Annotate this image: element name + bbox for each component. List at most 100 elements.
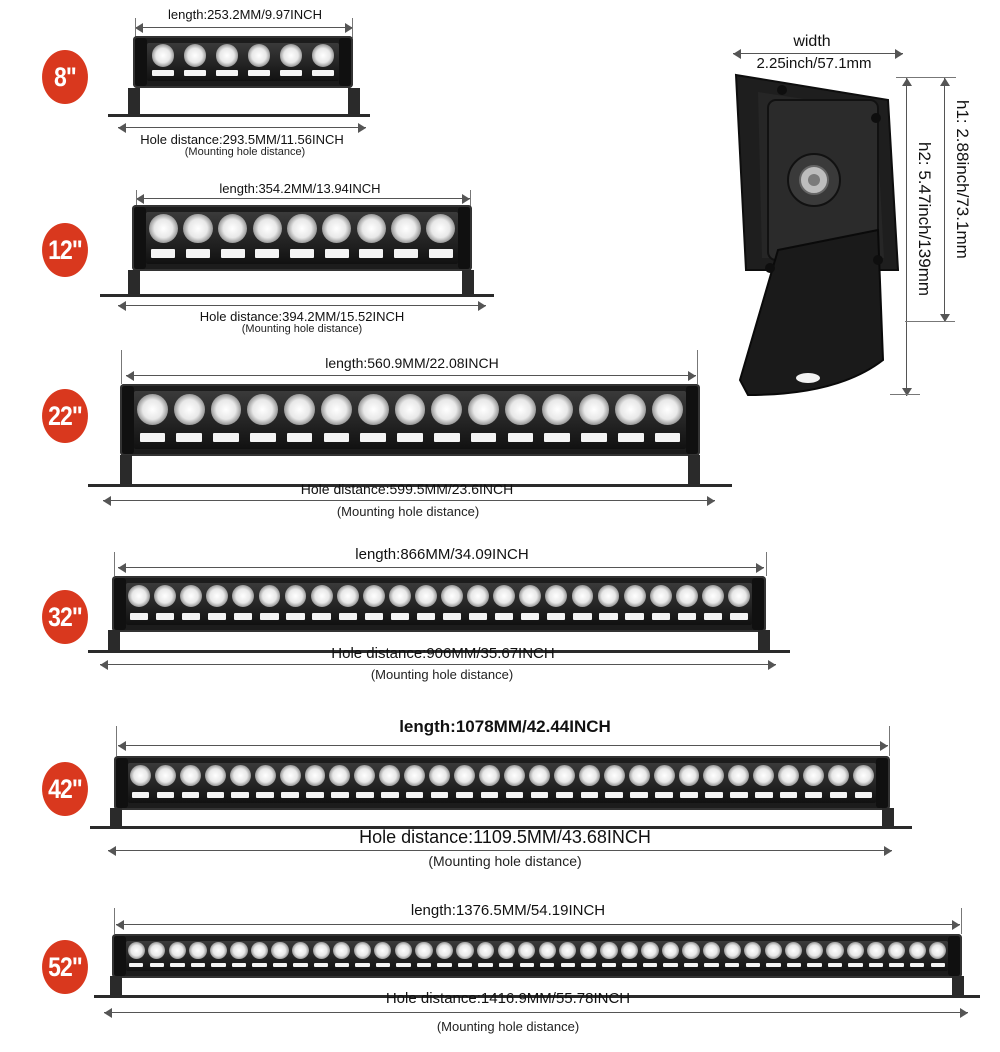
mount-foot	[90, 826, 912, 829]
led-lens	[415, 585, 437, 608]
led-strip	[293, 962, 308, 968]
tick	[352, 18, 353, 38]
led-strip	[651, 613, 670, 620]
length-dimension-line	[136, 194, 470, 204]
mounting-note: (Mounting hole distance)	[241, 323, 363, 335]
led-lens	[887, 941, 906, 960]
bar-lens-panel	[147, 43, 339, 81]
led-strip	[617, 432, 644, 443]
led-strip	[156, 791, 175, 799]
led-lens	[744, 941, 762, 960]
led-strip	[625, 613, 644, 620]
led-lens	[353, 941, 371, 960]
length-label: length:1376.5MM/54.19INCH	[410, 902, 606, 919]
length-label: length:354.2MM/13.94INCH	[219, 181, 381, 196]
tick	[697, 350, 698, 384]
led-strip	[829, 791, 848, 799]
h1-label: h1: 2.88inch/73.1mm	[953, 100, 972, 259]
led-lens	[210, 394, 242, 425]
led-strip	[355, 962, 370, 968]
led-strip	[381, 791, 399, 799]
led-lens	[179, 765, 201, 787]
tick	[889, 726, 890, 756]
led-strip	[324, 249, 349, 258]
tick	[470, 190, 471, 208]
led-lens	[541, 394, 573, 425]
led-strip	[260, 613, 279, 620]
led-lens	[247, 394, 279, 425]
led-strip	[544, 432, 571, 443]
led-strip	[560, 962, 575, 968]
led-strip	[231, 791, 249, 799]
led-lens	[230, 941, 248, 960]
led-lens	[828, 765, 850, 787]
led-strip	[457, 962, 473, 968]
led-lens	[641, 941, 659, 960]
led-strip	[181, 791, 200, 799]
bar-end-cap	[876, 758, 888, 808]
led-strip	[680, 791, 698, 799]
led-lens	[333, 941, 351, 960]
length-label: length:866MM/34.09INCH	[355, 546, 529, 563]
bar-end-cap	[752, 578, 764, 630]
bar-end-cap	[114, 936, 126, 976]
led-lens	[559, 941, 577, 960]
led-strip	[478, 962, 493, 968]
led-strip	[338, 613, 357, 620]
led-lens	[826, 941, 844, 960]
mount-bracket	[128, 270, 140, 296]
led-lens	[603, 765, 625, 787]
led-lens	[435, 941, 454, 960]
led-strip	[190, 962, 206, 968]
led-lens	[441, 585, 463, 608]
tick	[905, 321, 955, 322]
led-strip	[255, 249, 280, 258]
led-strip	[433, 432, 460, 443]
led-lens	[479, 765, 500, 787]
led-strip	[213, 432, 239, 443]
hole-dimension-line	[100, 660, 776, 670]
led-lens	[652, 394, 684, 425]
led-strip	[397, 432, 423, 443]
mounting-note: (Mounting hole distance)	[184, 146, 306, 158]
led-lens	[703, 941, 721, 960]
led-lens	[764, 941, 782, 960]
h2-label: h2: 5.47inch/139mm	[915, 142, 934, 297]
light-bar	[112, 576, 766, 632]
led-lens	[136, 394, 168, 425]
size-badge: 32"	[42, 590, 88, 644]
led-strip	[182, 613, 201, 620]
led-lens	[728, 585, 750, 608]
led-strip	[211, 962, 226, 968]
led-lens	[623, 585, 646, 608]
led-strip	[725, 962, 740, 968]
bar-end-cap	[134, 207, 146, 269]
led-strip	[176, 432, 203, 443]
bar-end-cap	[948, 936, 960, 976]
hole-distance-label: Hole distance:1416.9MM/55.78INCH	[385, 990, 631, 1007]
bar-lens-panel	[126, 583, 752, 625]
led-strip	[807, 962, 822, 968]
led-lens	[189, 941, 207, 960]
length-dimension-line	[118, 563, 764, 573]
mount-foot	[100, 294, 494, 297]
led-strip	[547, 613, 566, 620]
led-strip	[854, 791, 873, 799]
led-strip	[677, 613, 696, 620]
mounting-note: (Mounting hole distance)	[336, 504, 480, 519]
mount-foot	[108, 114, 370, 117]
led-strip	[406, 791, 424, 799]
led-strip	[247, 70, 271, 77]
led-strip	[359, 249, 384, 258]
led-strip	[231, 962, 247, 968]
led-lens	[538, 941, 556, 960]
mount-foot	[88, 650, 790, 653]
led-strip	[185, 249, 211, 258]
led-strip	[622, 962, 637, 968]
led-strip	[868, 962, 884, 968]
hole-dimension-line	[118, 123, 366, 133]
led-strip	[705, 791, 723, 799]
led-lens	[215, 43, 239, 67]
led-lens	[354, 765, 376, 787]
length-label: length:560.9MM/22.08INCH	[325, 355, 499, 371]
